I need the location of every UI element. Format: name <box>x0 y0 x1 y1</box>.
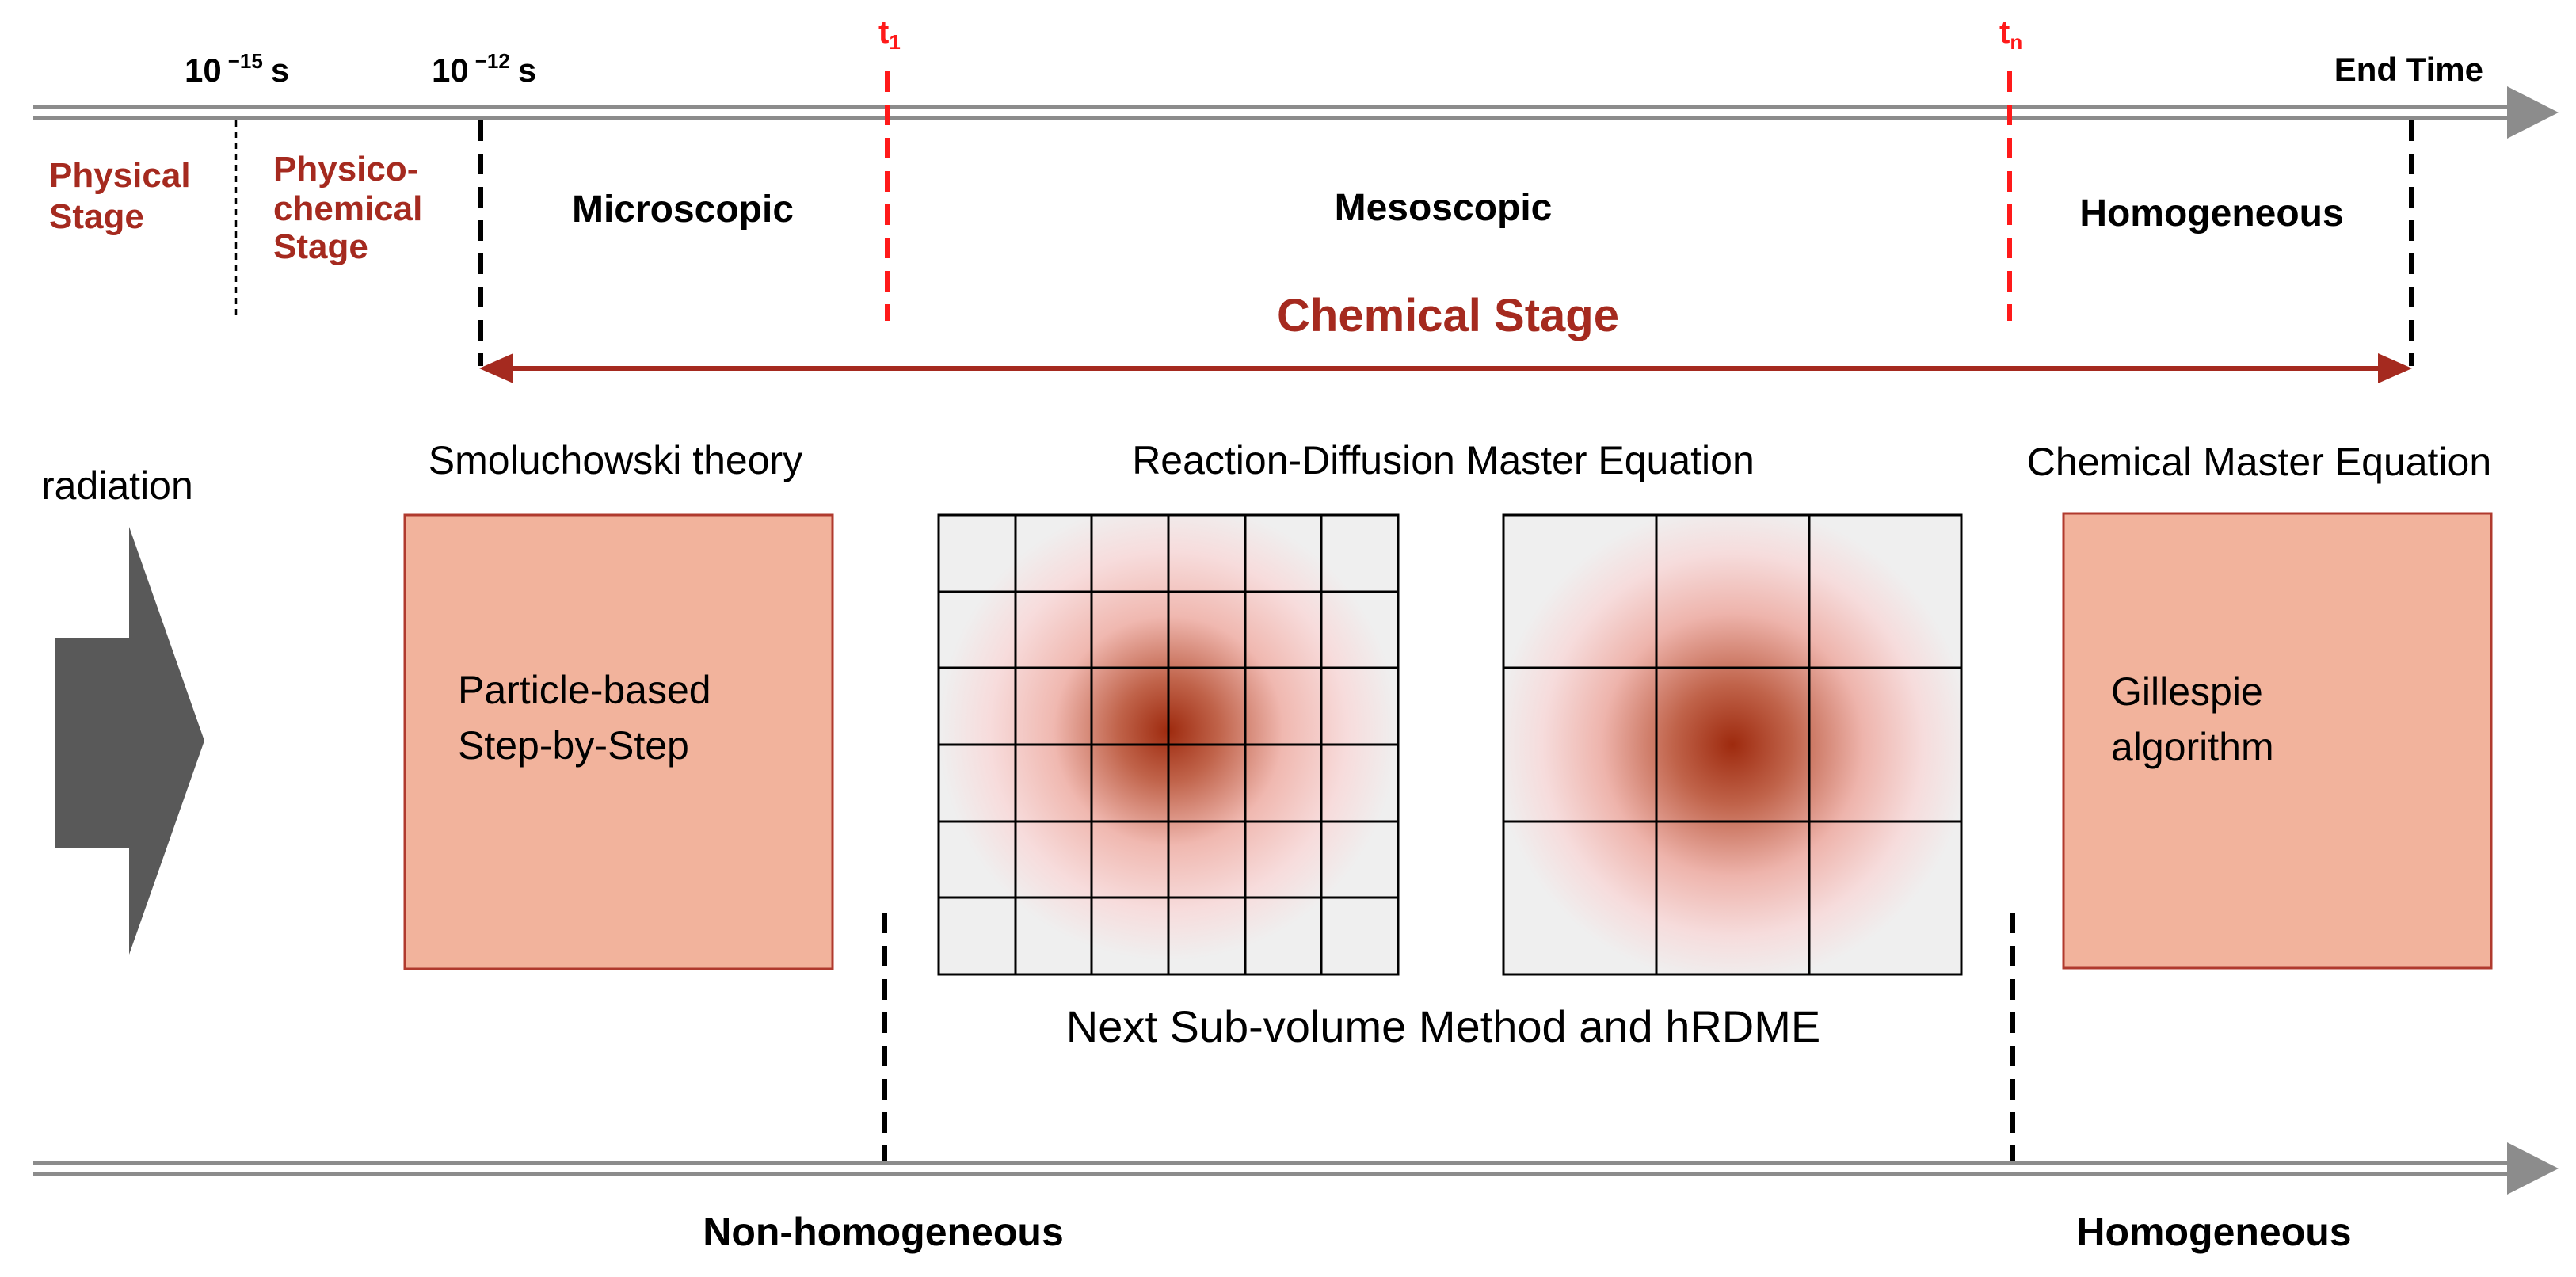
homogeneous-top-label: Homogeneous <box>2079 193 2343 234</box>
particle-based-box <box>403 513 834 970</box>
arrow-right-icon <box>2507 86 2559 139</box>
mesoscopic-label: Mesoscopic <box>1335 187 1553 229</box>
microscopic-label: Microscopic <box>572 189 794 231</box>
gillespie-box <box>2062 512 2493 970</box>
homogeneous-bottom-label: Homogeneous <box>2076 1210 2351 1254</box>
time-marker-t1-label: t1 <box>878 15 901 54</box>
physicochemical-stage-label: Physico- chemical Stage <box>273 150 433 266</box>
double-headed-arrow-icon <box>479 353 2412 383</box>
radiation-label: radiation <box>41 463 193 508</box>
chemical-stage-label: Chemical Stage <box>1277 290 1619 341</box>
rdme-label: Reaction-Diffusion Master Equation <box>1132 438 1755 482</box>
cme-label: Chemical Master Equation <box>2027 440 2491 484</box>
gillespie-box-text: Gillespie algorithm <box>2111 669 2274 769</box>
smoluchowski-theory-label: Smoluchowski theory <box>429 438 802 482</box>
time-marker-tn-label: tn <box>1999 15 2022 54</box>
arrow-right-icon <box>2507 1142 2559 1195</box>
non-homogeneous-label: Non-homogeneous <box>703 1210 1064 1254</box>
physical-stage-label: Physical Stage <box>49 156 200 236</box>
method-caption: Next Sub-volume Method and hRDME <box>1066 1001 1820 1051</box>
coarse-subvolume-grid <box>1502 513 1963 976</box>
top-time-axis <box>33 86 2559 139</box>
bottom-axis <box>33 1142 2559 1195</box>
block-arrow-right-icon <box>55 527 204 955</box>
end-time-label: End Time <box>2334 51 2483 88</box>
fine-subvolume-grid <box>937 513 1400 976</box>
particle-based-box-text: Particle-based Step-by-Step <box>458 668 722 768</box>
